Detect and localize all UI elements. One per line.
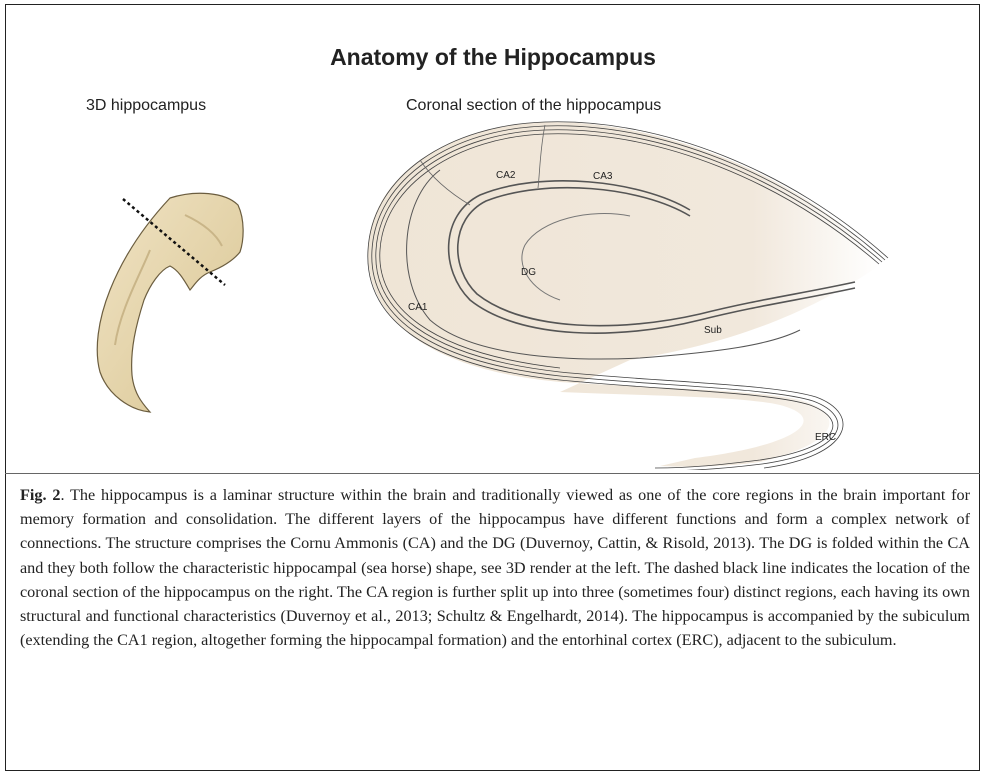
coronal-section: CA2 CA3 DG CA1 Sub ERC (368, 122, 888, 470)
hippocampus-3d-render (97, 193, 243, 412)
figure-illustration: CA2 CA3 DG CA1 Sub ERC (0, 0, 986, 470)
label-sub: Sub (704, 325, 722, 336)
label-ca2: CA2 (496, 170, 516, 181)
caption-divider (5, 473, 980, 474)
label-ca3: CA3 (593, 171, 613, 182)
caption-text: . The hippocampus is a laminar structure… (20, 486, 970, 649)
label-ca1: CA1 (408, 302, 428, 313)
figure-caption: Fig. 2. The hippocampus is a laminar str… (20, 483, 970, 652)
label-erc: ERC (815, 432, 836, 443)
label-dg: DG (521, 267, 536, 278)
caption-label: Fig. 2 (20, 486, 60, 504)
